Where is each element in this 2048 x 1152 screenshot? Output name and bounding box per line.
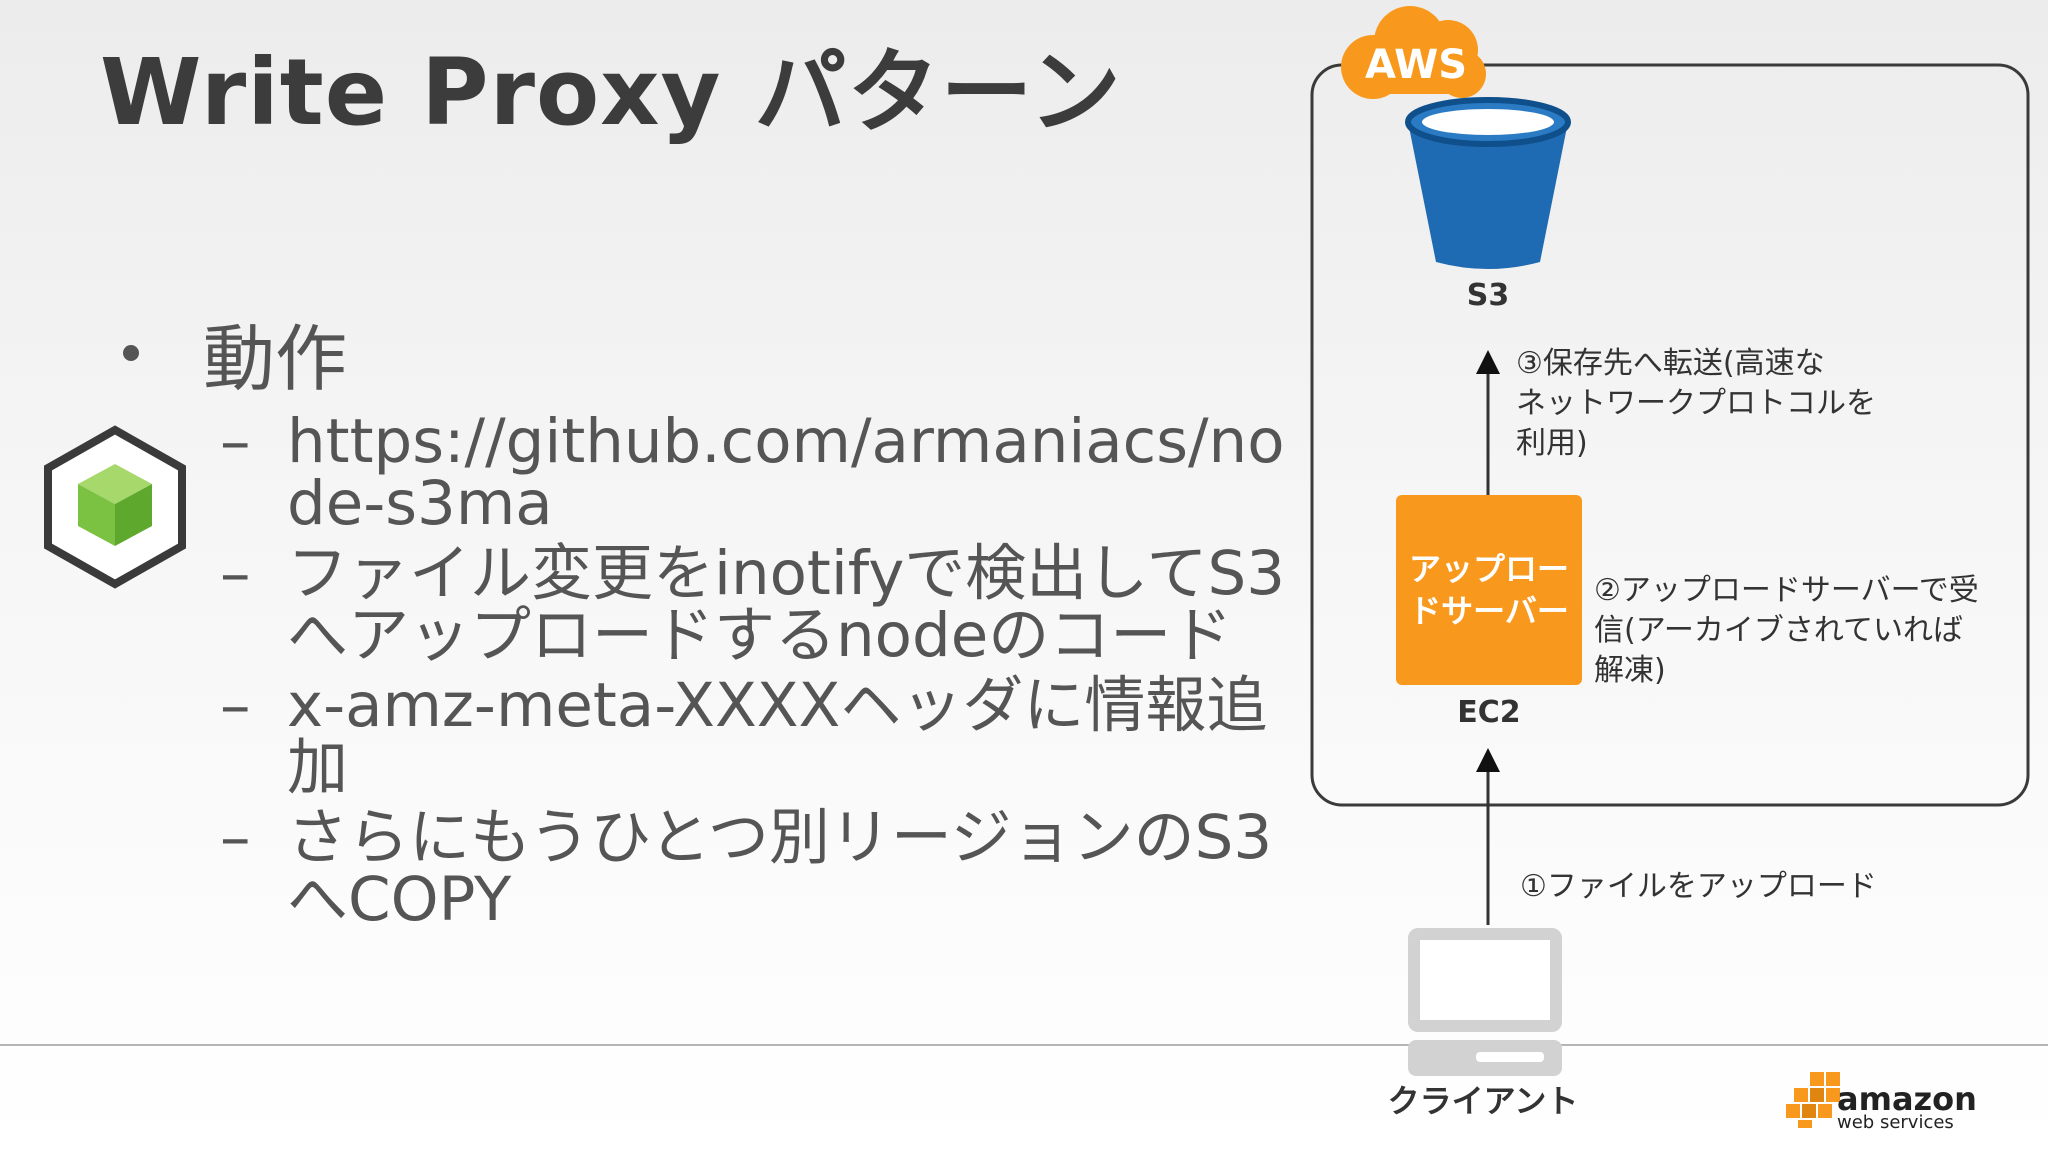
s3-label: S3 bbox=[1467, 278, 1509, 313]
aws-cloud-icon bbox=[1341, 6, 1486, 99]
client-label: クライアント bbox=[1388, 1082, 1579, 1120]
step3-line: 利用) bbox=[1516, 426, 1588, 461]
arrow-head-icon bbox=[1476, 350, 1500, 374]
dash-marker: – bbox=[220, 538, 251, 609]
step3-label: ③保存先へ転送(高速な ネットワークプロトコルを 利用) bbox=[1516, 346, 1886, 461]
dash-marker: – bbox=[220, 802, 251, 873]
bottom-divider bbox=[0, 1044, 2048, 1046]
step3-line: ③保存先へ転送(高速な bbox=[1516, 346, 1825, 381]
bullet-dot bbox=[123, 344, 139, 361]
sub-item-header: – x-amz-meta-XXXXヘッダに情報追加 bbox=[115, 675, 1295, 799]
bullet-list: 動作 – https://github.com/armaniacs/node-s… bbox=[115, 300, 1295, 939]
ec2-label: EC2 bbox=[1457, 695, 1520, 730]
sub-item-text: https://github.com/armaniacs/node-s3ma bbox=[287, 406, 1285, 539]
step2-line: 解凍) bbox=[1594, 653, 1666, 688]
webservices-logo-text: web services bbox=[1837, 1112, 1954, 1133]
desktop-computer-icon bbox=[1408, 928, 1562, 1076]
bullet-main: 動作 bbox=[115, 300, 1295, 405]
step1-label: ①ファイルをアップロード bbox=[1520, 869, 1877, 904]
step2-label: ②アップロードサーバーで受 信(アーカイブされていれば 解凍) bbox=[1594, 573, 1988, 688]
sub-item-text: ファイル変更をinotifyで検出してS3へアップロードするnodeのコード bbox=[287, 538, 1285, 671]
slide-title: Write Proxy パターン bbox=[100, 39, 1122, 146]
arrow-head-icon bbox=[1476, 748, 1500, 772]
dash-marker: – bbox=[220, 406, 251, 477]
s3-bucket-icon bbox=[1405, 97, 1571, 269]
step2-line: 信(アーカイブされていれば bbox=[1594, 613, 1963, 648]
upload-server-label: アップロー bbox=[1409, 550, 1569, 588]
sub-item-inotify: – ファイル変更をinotifyで検出してS3へアップロードするnodeのコード bbox=[115, 543, 1295, 667]
sub-item-copy: – さらにもうひとつ別リージョンのS3へCOPY bbox=[115, 807, 1295, 931]
step3-line: ネットワークプロトコルを bbox=[1516, 386, 1876, 421]
upload-server-label: ドサーバー bbox=[1409, 592, 1569, 630]
aws-cubes-logo-icon bbox=[1786, 1072, 1840, 1128]
sub-item-github: – https://github.com/armaniacs/node-s3ma bbox=[115, 411, 1295, 535]
step2-line: ②アップロードサーバーで受 bbox=[1594, 573, 1979, 608]
hexagon-cube-icon bbox=[44, 425, 186, 589]
sub-item-text: さらにもうひとつ別リージョンのS3へCOPY bbox=[287, 802, 1273, 935]
bullet-text: 動作 bbox=[203, 317, 348, 401]
upload-server-box bbox=[1396, 495, 1582, 685]
dash-marker: – bbox=[220, 670, 251, 741]
aws-region-box bbox=[1310, 63, 2030, 807]
aws-label: AWS bbox=[1365, 42, 1467, 88]
sub-item-text: x-amz-meta-XXXXヘッダに情報追加 bbox=[287, 670, 1268, 803]
amazon-logo-text: amazon bbox=[1837, 1080, 1977, 1118]
